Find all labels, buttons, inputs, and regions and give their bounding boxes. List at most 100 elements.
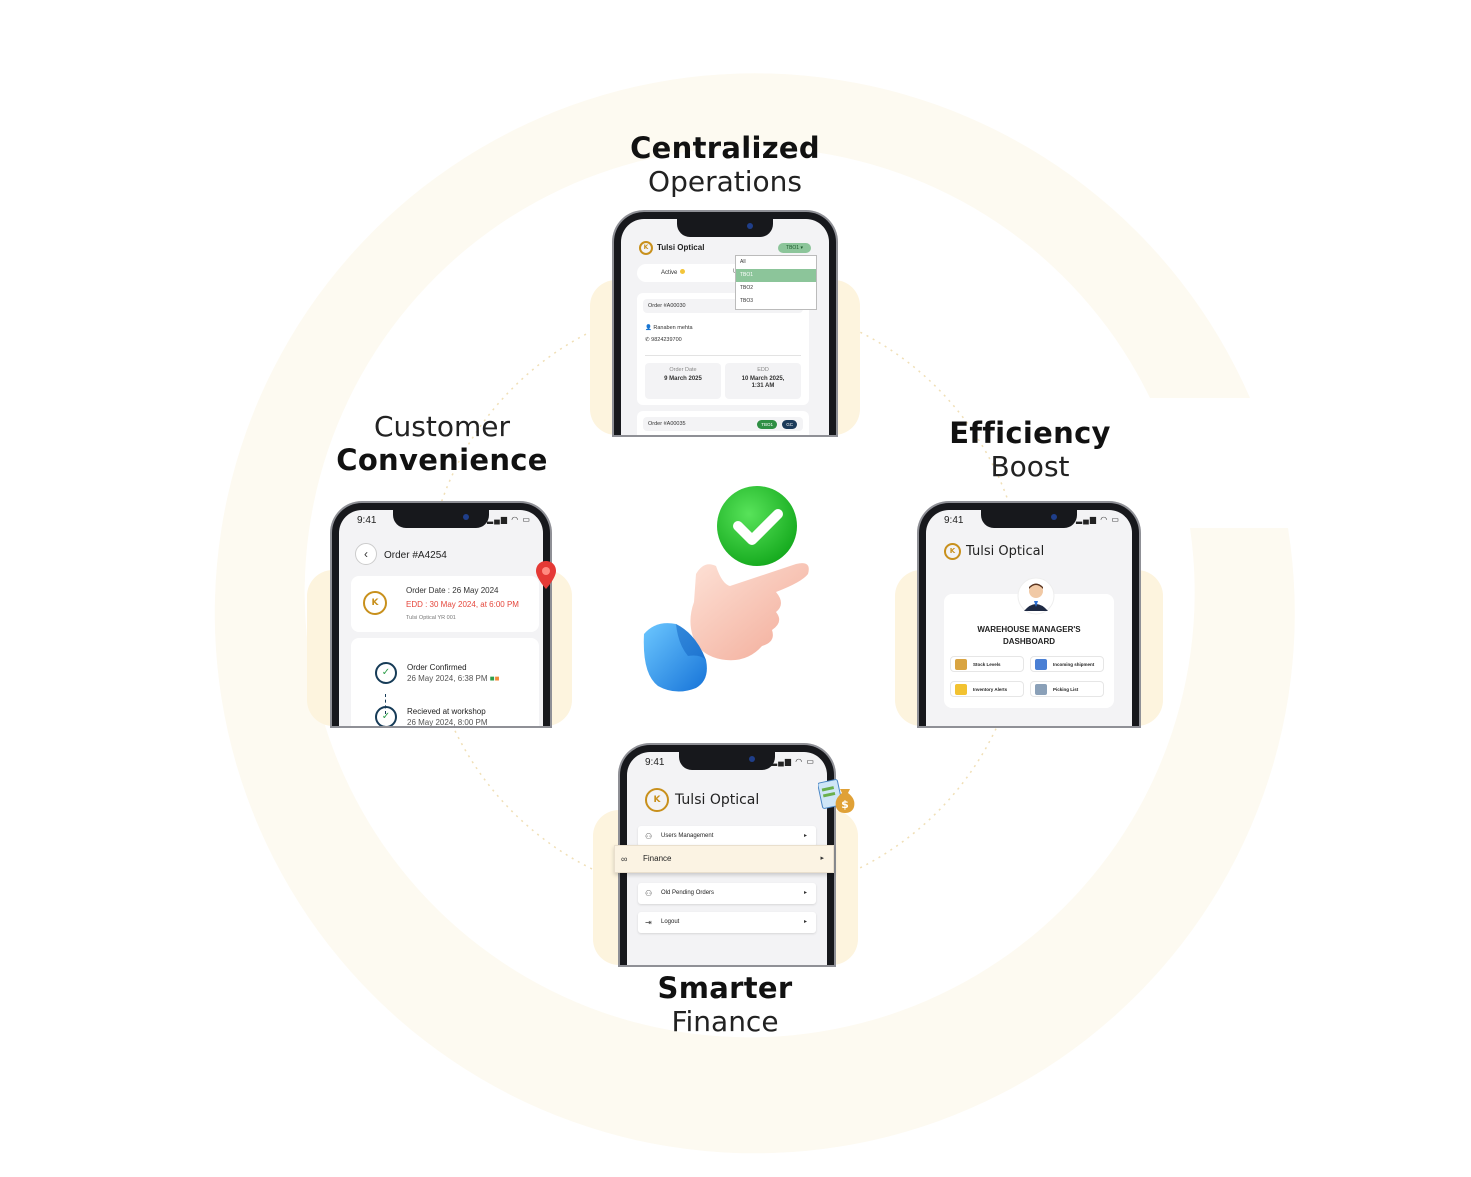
users-icon: ⚇: [645, 889, 653, 898]
heading-efficiency-boost: Efficiency Boost: [880, 416, 1180, 483]
back-chevron-icon[interactable]: ‹: [355, 543, 377, 565]
status-bar: 9:41 ▂▄▆ ◠ ▭: [926, 513, 1132, 529]
timeline-step-date-row: 26 May 2024, 6:38 PM ■■: [407, 674, 499, 683]
store-dropdown-menu: All TBO1 TBO2 TBO3: [735, 255, 817, 310]
chevron-right-icon: ▸: [803, 919, 807, 925]
warning-icon: [955, 684, 967, 695]
status-bar: 9:41 ▂▄▆ ◠ ▭: [627, 755, 827, 771]
page-title: Order #A4254: [384, 550, 447, 561]
dropdown-option-all[interactable]: All: [740, 259, 746, 265]
order-card[interactable]: Order #A00035 TBO1 GC: [637, 411, 809, 435]
menu-item-finance[interactable]: ∞Finance▸: [614, 845, 834, 873]
order-date-label: Order Date: [669, 367, 697, 373]
heading-centralized-operations: Centralized Operations: [575, 131, 875, 198]
tulsi-logo-icon: K: [645, 788, 669, 812]
heading-light: Finance: [671, 1005, 779, 1038]
heading-light: Customer: [373, 410, 510, 443]
manager-avatar-icon: [1017, 577, 1055, 615]
phone-notch: [679, 752, 775, 770]
location-pin-icon: [536, 561, 556, 589]
store-tag: TBO1: [757, 420, 777, 429]
clipboard-icon: [1035, 684, 1047, 695]
type-tag: GC: [782, 420, 797, 429]
edd-date: EDD : 30 May 2024, at 6:00 PM: [406, 600, 519, 609]
store-name: Tulsi Optical YR 001: [406, 615, 456, 621]
whatsapp-icon: ■: [489, 674, 495, 683]
timeline-connector: [385, 694, 386, 714]
customer-name-row: 👤 Ranaben mehta: [645, 325, 693, 331]
app-header: K Tulsi Optical: [639, 241, 704, 255]
customer-phone-row: ✆ 9824239700: [645, 337, 682, 343]
phone-notch: [981, 510, 1077, 528]
logout-icon: ⇥: [645, 918, 652, 927]
phone-notch: [677, 219, 773, 237]
heading-customer-convenience: Customer Convenience: [292, 410, 592, 477]
check-circle-icon: ✓: [375, 662, 397, 684]
menu-item-old-pending-orders[interactable]: ⚇Old Pending Orders▸: [638, 883, 816, 904]
menu-item-users-management[interactable]: ⚇Users Management▸: [638, 826, 816, 847]
chevron-right-icon: ▸: [803, 890, 807, 896]
timeline-step-title: Recieved at workshop: [407, 707, 486, 716]
signal-wifi-battery-icon: ▂▄▆ ◠ ▭: [771, 757, 815, 766]
order-id: Order #A00030: [648, 303, 686, 309]
app-name: Tulsi Optical: [675, 792, 760, 808]
dropdown-option-tbo2[interactable]: TBO2: [740, 285, 754, 291]
order-id: Order #A00035: [648, 421, 686, 427]
heading-bold: Convenience: [336, 443, 548, 477]
users-icon: ⚇: [645, 832, 653, 841]
heading-bold: Smarter: [657, 971, 793, 1005]
order-card[interactable]: Order #A00030 👤 Ranaben mehta ✆ 98242397…: [637, 293, 809, 405]
active-dot-icon: [680, 269, 686, 274]
tile-incoming-shipment[interactable]: Incoming shipment: [1030, 656, 1104, 672]
boxes-icon: [955, 659, 967, 670]
customer-phone: 9824239700: [651, 337, 682, 343]
heading-bold: Efficiency: [949, 416, 1111, 450]
order-date-value: 9 March 2025: [664, 376, 702, 382]
chevron-right-icon: ▸: [820, 855, 824, 862]
pointing-hand-check-icon: [643, 486, 809, 692]
tulsi-logo-icon: K: [639, 241, 653, 255]
heading-smarter-finance: Smarter Finance: [575, 971, 875, 1038]
app-name: Tulsi Optical: [657, 243, 705, 253]
dropdown-option-tbo1[interactable]: TBO1: [736, 269, 816, 282]
timeline-step-date: 26 May 2024, 8:00 PM: [407, 718, 488, 726]
tile-picking-list[interactable]: Picking List: [1030, 681, 1104, 697]
timeline-step-date: 26 May 2024, 6:38 PM: [407, 674, 488, 683]
timeline-step-title: Order Confirmed: [407, 663, 467, 672]
money-bag-icon: $: [818, 779, 855, 813]
app-header: K Tulsi Optical: [645, 788, 759, 812]
tile-stock-levels[interactable]: Stock Levels: [950, 656, 1024, 672]
chevron-right-icon: ▸: [803, 833, 807, 839]
truck-icon: [1035, 659, 1047, 670]
order-id-row: Order #A00035 TBO1 GC: [643, 417, 803, 431]
tab-active[interactable]: Active: [661, 269, 686, 276]
store-filter-dropdown[interactable]: TBO1 ▾: [778, 243, 811, 253]
order-date-box: Order Date 9 March 2025: [645, 363, 721, 399]
check-circle-icon: ✓: [375, 706, 397, 726]
edd-box: EDD 10 March 2025, 1:31 AM: [725, 363, 801, 399]
order-summary-card: K Order Date : 26 May 2024 EDD : 30 May …: [351, 576, 539, 632]
edd-value-line2: 1:31 AM: [751, 383, 775, 389]
svg-text:$: $: [841, 798, 849, 811]
dropdown-option-tbo3[interactable]: TBO3: [740, 298, 754, 304]
divider: [645, 355, 801, 356]
tile-inventory-alerts[interactable]: Inventory Alerts: [950, 681, 1024, 697]
status-time: 9:41: [944, 515, 964, 526]
edd-label: EDD: [757, 367, 769, 373]
phone-order-tracking: 9:41 ▂▄▆ ◠ ▭ ‹ Order #A4254 K Order Date…: [332, 503, 550, 726]
notification-icon: ■: [494, 674, 500, 683]
tulsi-logo-icon: K: [363, 591, 387, 615]
heading-bold: Centralized: [630, 131, 820, 165]
voicemail-icon: ∞: [621, 854, 628, 864]
user-icon: 👤: [645, 325, 654, 331]
order-timeline: ✓ ✓ Order Confirmed 26 May 2024, 6:38 PM…: [351, 638, 539, 726]
menu-item-logout[interactable]: ⇥Logout▸: [638, 912, 816, 933]
heading-light: Boost: [990, 450, 1070, 483]
heading-light: Operations: [648, 165, 802, 198]
customer-name: Ranaben mehta: [653, 325, 693, 331]
status-bar: 9:41 ▂▄▆ ◠ ▭: [339, 513, 543, 529]
